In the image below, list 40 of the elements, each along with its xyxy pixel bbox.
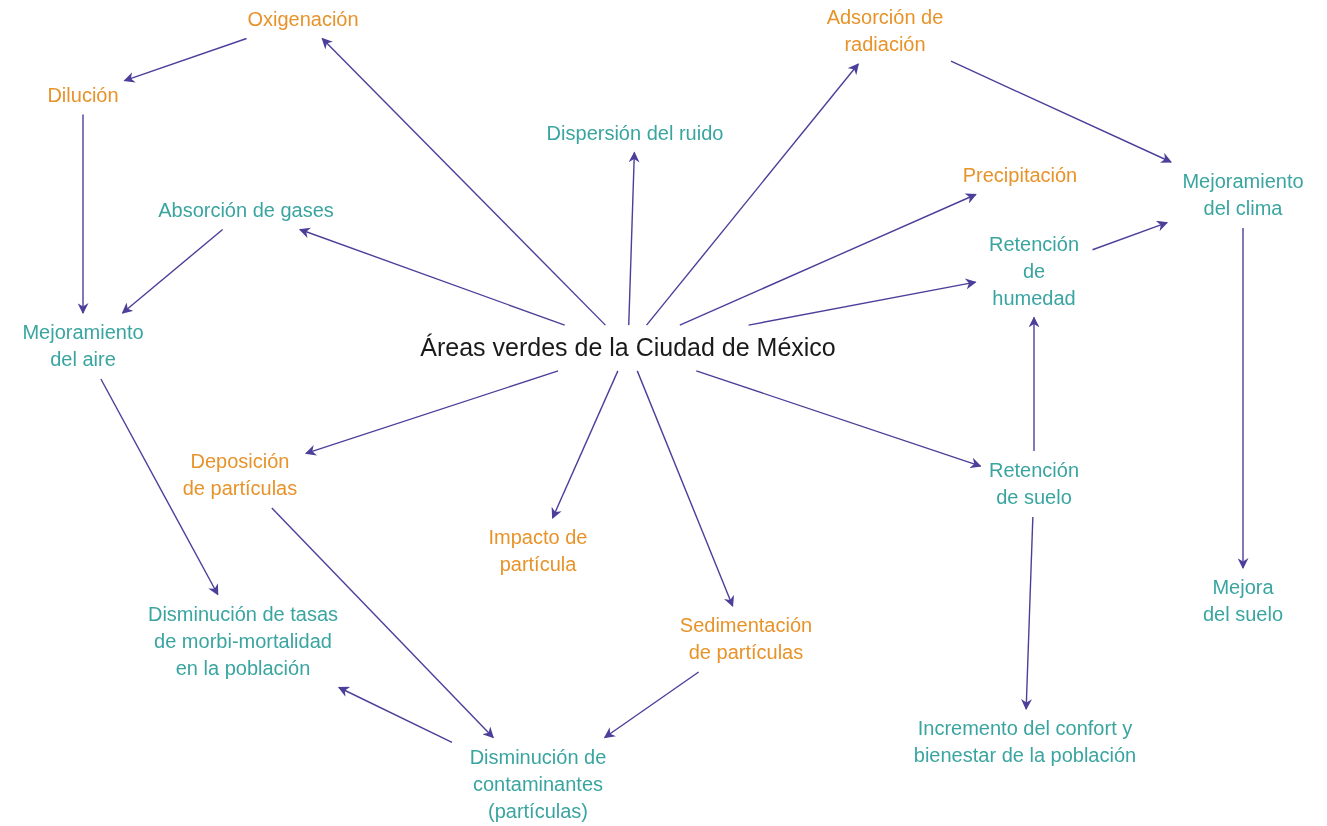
arrow bbox=[628, 151, 640, 326]
node-label: Impacto de partícula bbox=[480, 524, 596, 578]
node-label: Deposición de partículas bbox=[180, 448, 300, 502]
arrow bbox=[695, 370, 982, 469]
node-label: Precipitación bbox=[962, 161, 1078, 189]
arrow bbox=[321, 37, 607, 326]
arrow bbox=[121, 228, 224, 314]
arrow bbox=[77, 113, 89, 315]
node-label: Absorción de gases bbox=[158, 196, 334, 224]
arrow bbox=[1091, 220, 1169, 251]
arrow bbox=[551, 370, 619, 519]
node-label: Incremento del confort y bienestar de la población bbox=[895, 715, 1155, 769]
arrow bbox=[645, 63, 859, 326]
node-label: Disminución de contaminantes (partículas) bbox=[458, 743, 618, 825]
node-label: Disminución de tasas de morbi-mortalidad en la población bbox=[145, 600, 341, 682]
node-label: Adsorción de radiación bbox=[825, 4, 945, 58]
node-label: Oxigenación bbox=[247, 5, 359, 33]
arrow bbox=[603, 671, 700, 739]
arrow bbox=[298, 227, 566, 326]
arrow bbox=[123, 37, 248, 83]
node-label: Mejoramiento del aire bbox=[13, 319, 153, 373]
arrow bbox=[100, 378, 219, 596]
arrow bbox=[679, 193, 977, 326]
arrow bbox=[1028, 316, 1040, 452]
arrow bbox=[271, 507, 494, 739]
arrow bbox=[304, 370, 559, 456]
arrow bbox=[636, 370, 734, 607]
node-label: Dilución bbox=[47, 81, 119, 109]
arrow bbox=[950, 60, 1172, 163]
node-label: Mejoramiento del clima bbox=[1173, 168, 1313, 222]
arrow bbox=[1237, 227, 1249, 570]
arrow bbox=[337, 686, 453, 743]
arrow bbox=[747, 278, 977, 326]
node-label: Dispersión del ruido bbox=[546, 119, 724, 147]
node-label: Sedimentación de partículas bbox=[671, 612, 821, 666]
node-label: Retención de suelo bbox=[986, 457, 1082, 511]
node-label: Retención de humedad bbox=[981, 230, 1087, 312]
central-topic-label: Áreas verdes de la Ciudad de México bbox=[420, 331, 836, 365]
arrow bbox=[1021, 516, 1034, 711]
node-label: Mejora del suelo bbox=[1198, 574, 1288, 628]
